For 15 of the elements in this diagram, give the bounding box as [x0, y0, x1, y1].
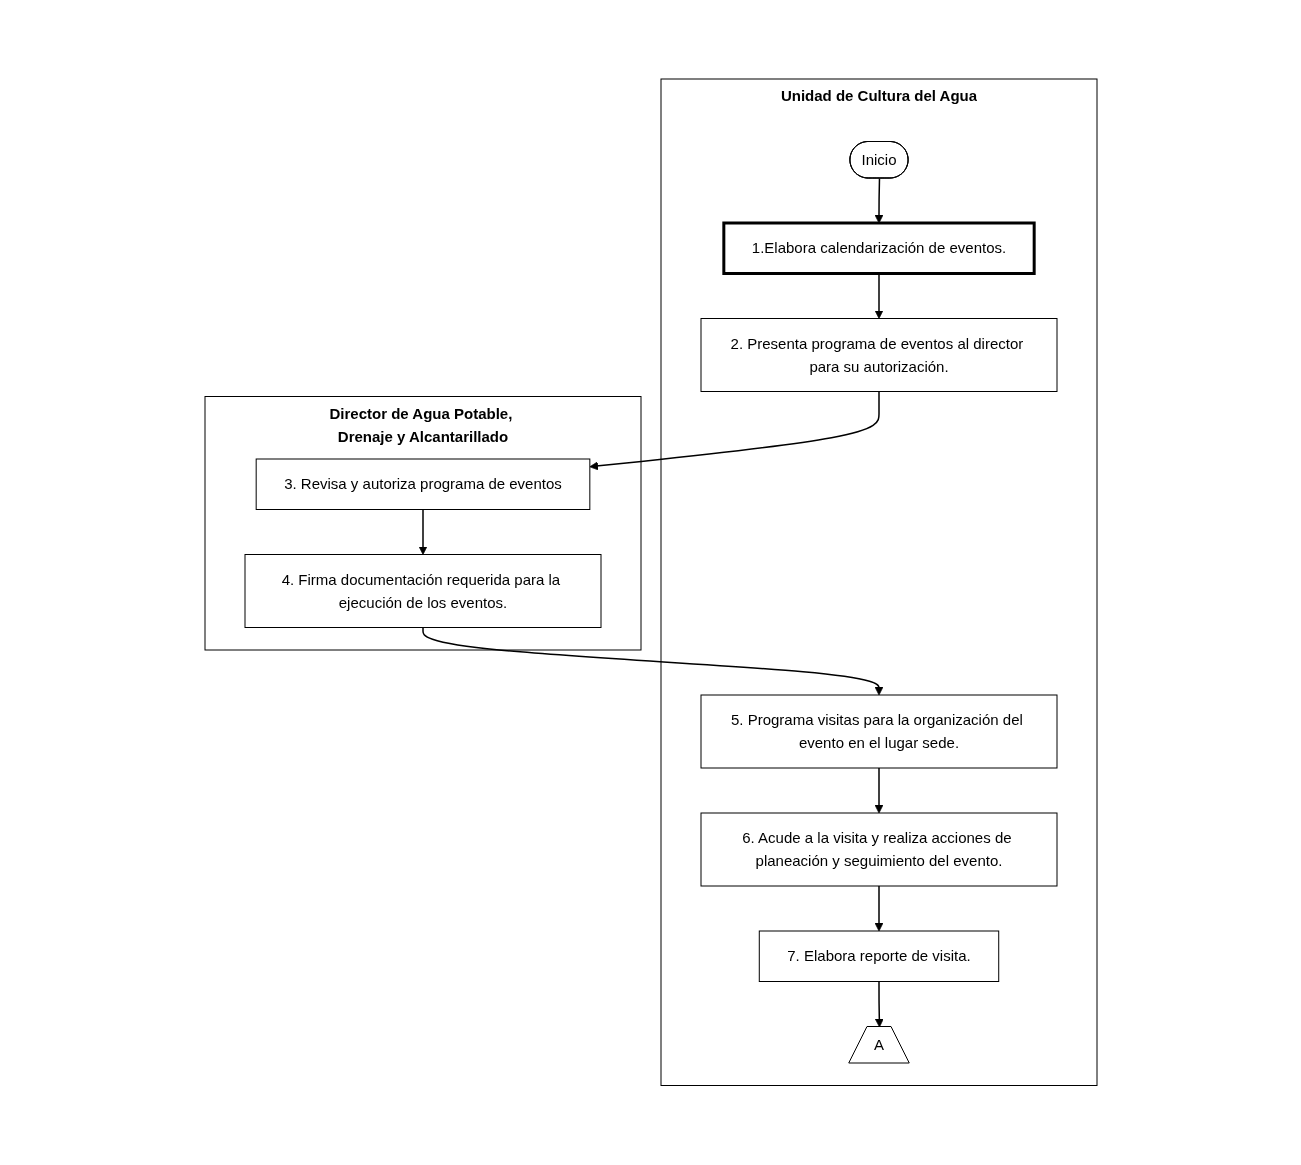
node-box: 2. Presenta programa de eventos al director para su autorización.	[700, 318, 1057, 393]
node-box: 4. Firma documentación requerida para la ejecución de los eventos.	[244, 554, 601, 629]
node-box: 3. Revisa y autoriza programa de eventos	[255, 458, 590, 511]
arrow	[421, 627, 883, 696]
arrow	[874, 981, 884, 1028]
arrow	[418, 509, 427, 556]
arrow	[874, 885, 883, 932]
node-box: 7. Elabora reporte de visita.	[758, 930, 999, 983]
arrow	[874, 178, 883, 224]
node-box: 6. Acude a la visita y realiza acciones de planeación y seguimiento del evento.	[700, 812, 1057, 887]
arrow	[874, 273, 883, 320]
arrow	[588, 391, 880, 471]
node-box: 5. Programa visitas para la organización del evento en el lugar sede.	[700, 694, 1057, 769]
arrow	[874, 767, 883, 814]
node-box: 1.Elabora calendarización de eventos.	[721, 221, 1036, 276]
